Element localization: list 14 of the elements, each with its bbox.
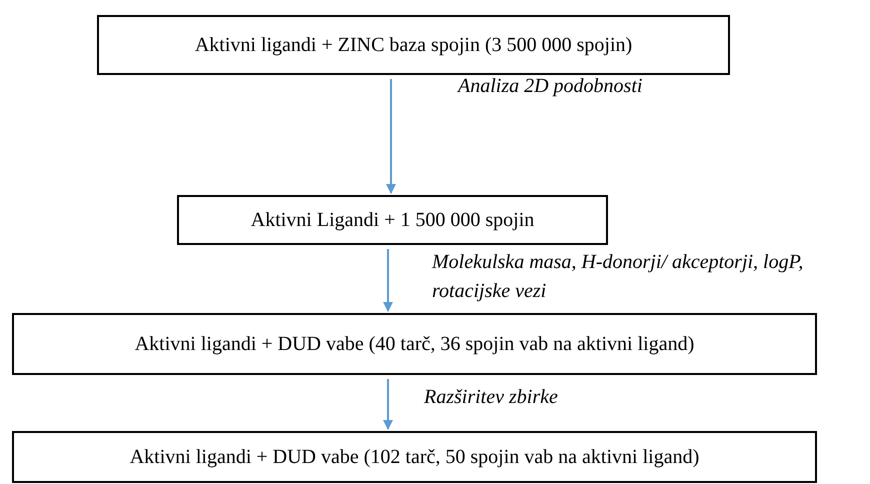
arrow bbox=[383, 379, 393, 430]
box-text: Aktivni ligandi + DUD vabe (102 tarč, 50 spojin vab na aktivni ligand) bbox=[130, 444, 700, 470]
arrow bbox=[383, 249, 393, 312]
edge-label: Molekulska masa, H-donorji/ akceptorji, logP, rotacijske vezi bbox=[432, 250, 804, 304]
box-text: Aktivni ligandi + ZINC baza spojin (3 500 000 spojin) bbox=[194, 32, 632, 58]
box-text: Aktivni ligandi + DUD vabe (40 tarč, 36 spojin vab na aktivni ligand) bbox=[134, 332, 694, 356]
process-box bbox=[12, 431, 817, 483]
process-box bbox=[177, 195, 608, 245]
edge-label: Razširitev zbirke bbox=[424, 385, 559, 410]
box-text: Aktivni Ligandi + 1 500 000 spojin bbox=[250, 208, 534, 232]
arrow bbox=[386, 79, 396, 194]
process-box bbox=[97, 15, 730, 75]
process-box bbox=[12, 313, 817, 375]
edge-label: Analiza 2D podobnosti bbox=[458, 74, 644, 99]
